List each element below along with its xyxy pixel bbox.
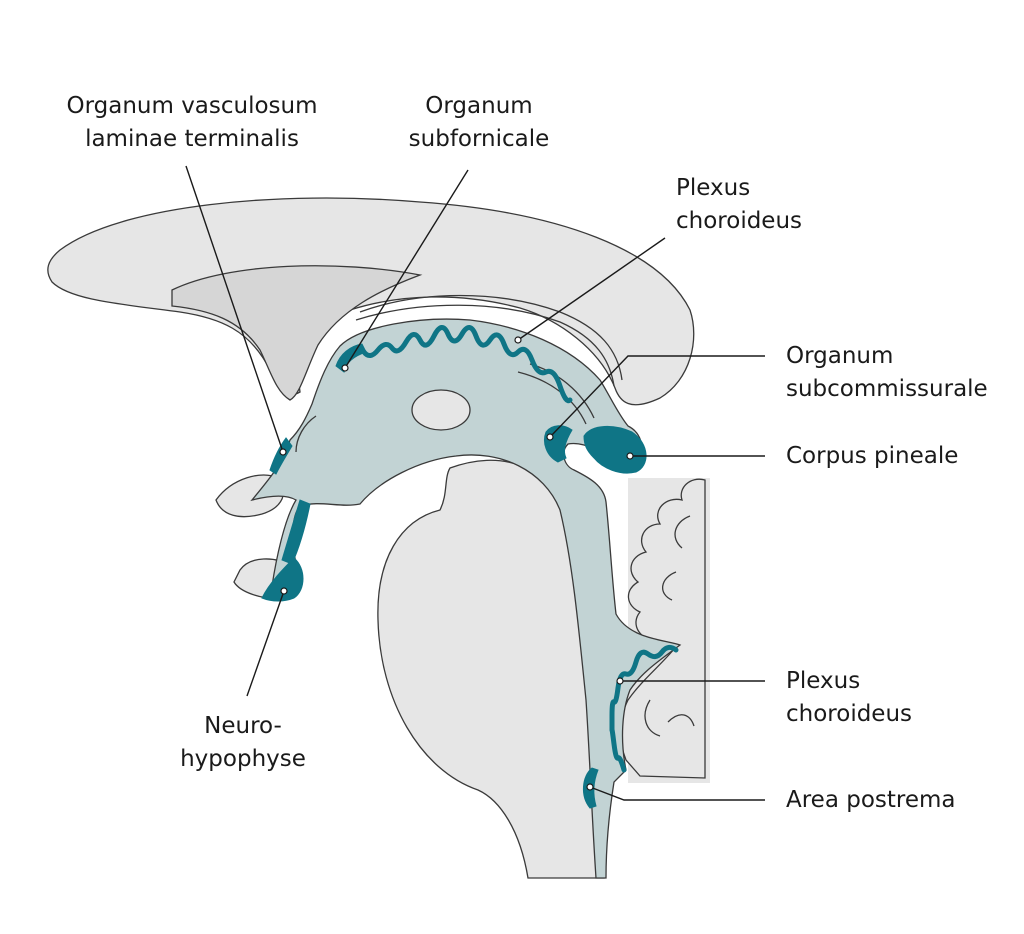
label-plexus-choroideus-upper: Plexus choroideus [676,172,802,238]
neurohypophyse-stalk [281,499,311,565]
leader-dot [616,677,624,685]
leader-dot [546,433,554,441]
corpus-pineale-shape [583,426,647,474]
label-line: Organum vasculosum [66,93,318,119]
leader-dot [280,587,288,595]
label-line: subcommissurale [786,376,988,402]
label-neurohypophyse: Neuro- hypophyse [168,710,318,776]
label-organum-subcommissurale: Organum subcommissurale [786,340,988,406]
label-line: Neuro- [204,713,282,739]
plexus-choroideus-upper-shape [347,325,573,404]
leader-dot [626,452,634,460]
fornix-region [171,265,423,401]
label-line: choroideus [676,208,803,234]
leader-subcommissurale [549,355,765,438]
label-plexus-choroideus-lower: Plexus choroideus [786,665,912,731]
label-line: laminae terminalis [85,126,299,152]
leader-neurohypophyse [246,590,285,697]
leader-subfornicale [344,169,469,369]
plexus-choroideus-lower-shape [609,644,679,773]
leader-area-postrema [589,786,765,801]
label-organum-subfornicale: Organum subfornicale [396,90,562,156]
leader-lines [185,165,765,801]
label-line: Corpus pineale [786,443,959,469]
neurohypophyse-shape [261,557,304,602]
label-line: hypophyse [180,746,306,772]
leader-ovlt [185,165,284,453]
label-line: subfornicale [408,126,550,152]
label-line: Plexus [676,175,751,201]
leader-dot [279,448,287,456]
label-organum-vasculosum: Organum vasculosum laminae terminalis [44,90,340,156]
organum-vasculosum-shape [269,437,293,475]
label-line: Organum [425,93,533,119]
cerebellum [619,478,706,779]
leader-dot [341,364,349,372]
label-corpus-pineale: Corpus pineale [786,440,958,473]
leader-dot [586,783,594,791]
leader-plexus-upper [517,237,666,341]
leader-dot [514,336,522,344]
label-line: Organum [786,343,894,369]
interthalamic-adhesion [411,389,471,431]
corpus-callosum [47,197,695,406]
label-line: Plexus [786,668,861,694]
label-area-postrema: Area postrema [786,784,956,817]
label-line: choroideus [786,701,913,727]
label-line: Area postrema [786,787,956,813]
